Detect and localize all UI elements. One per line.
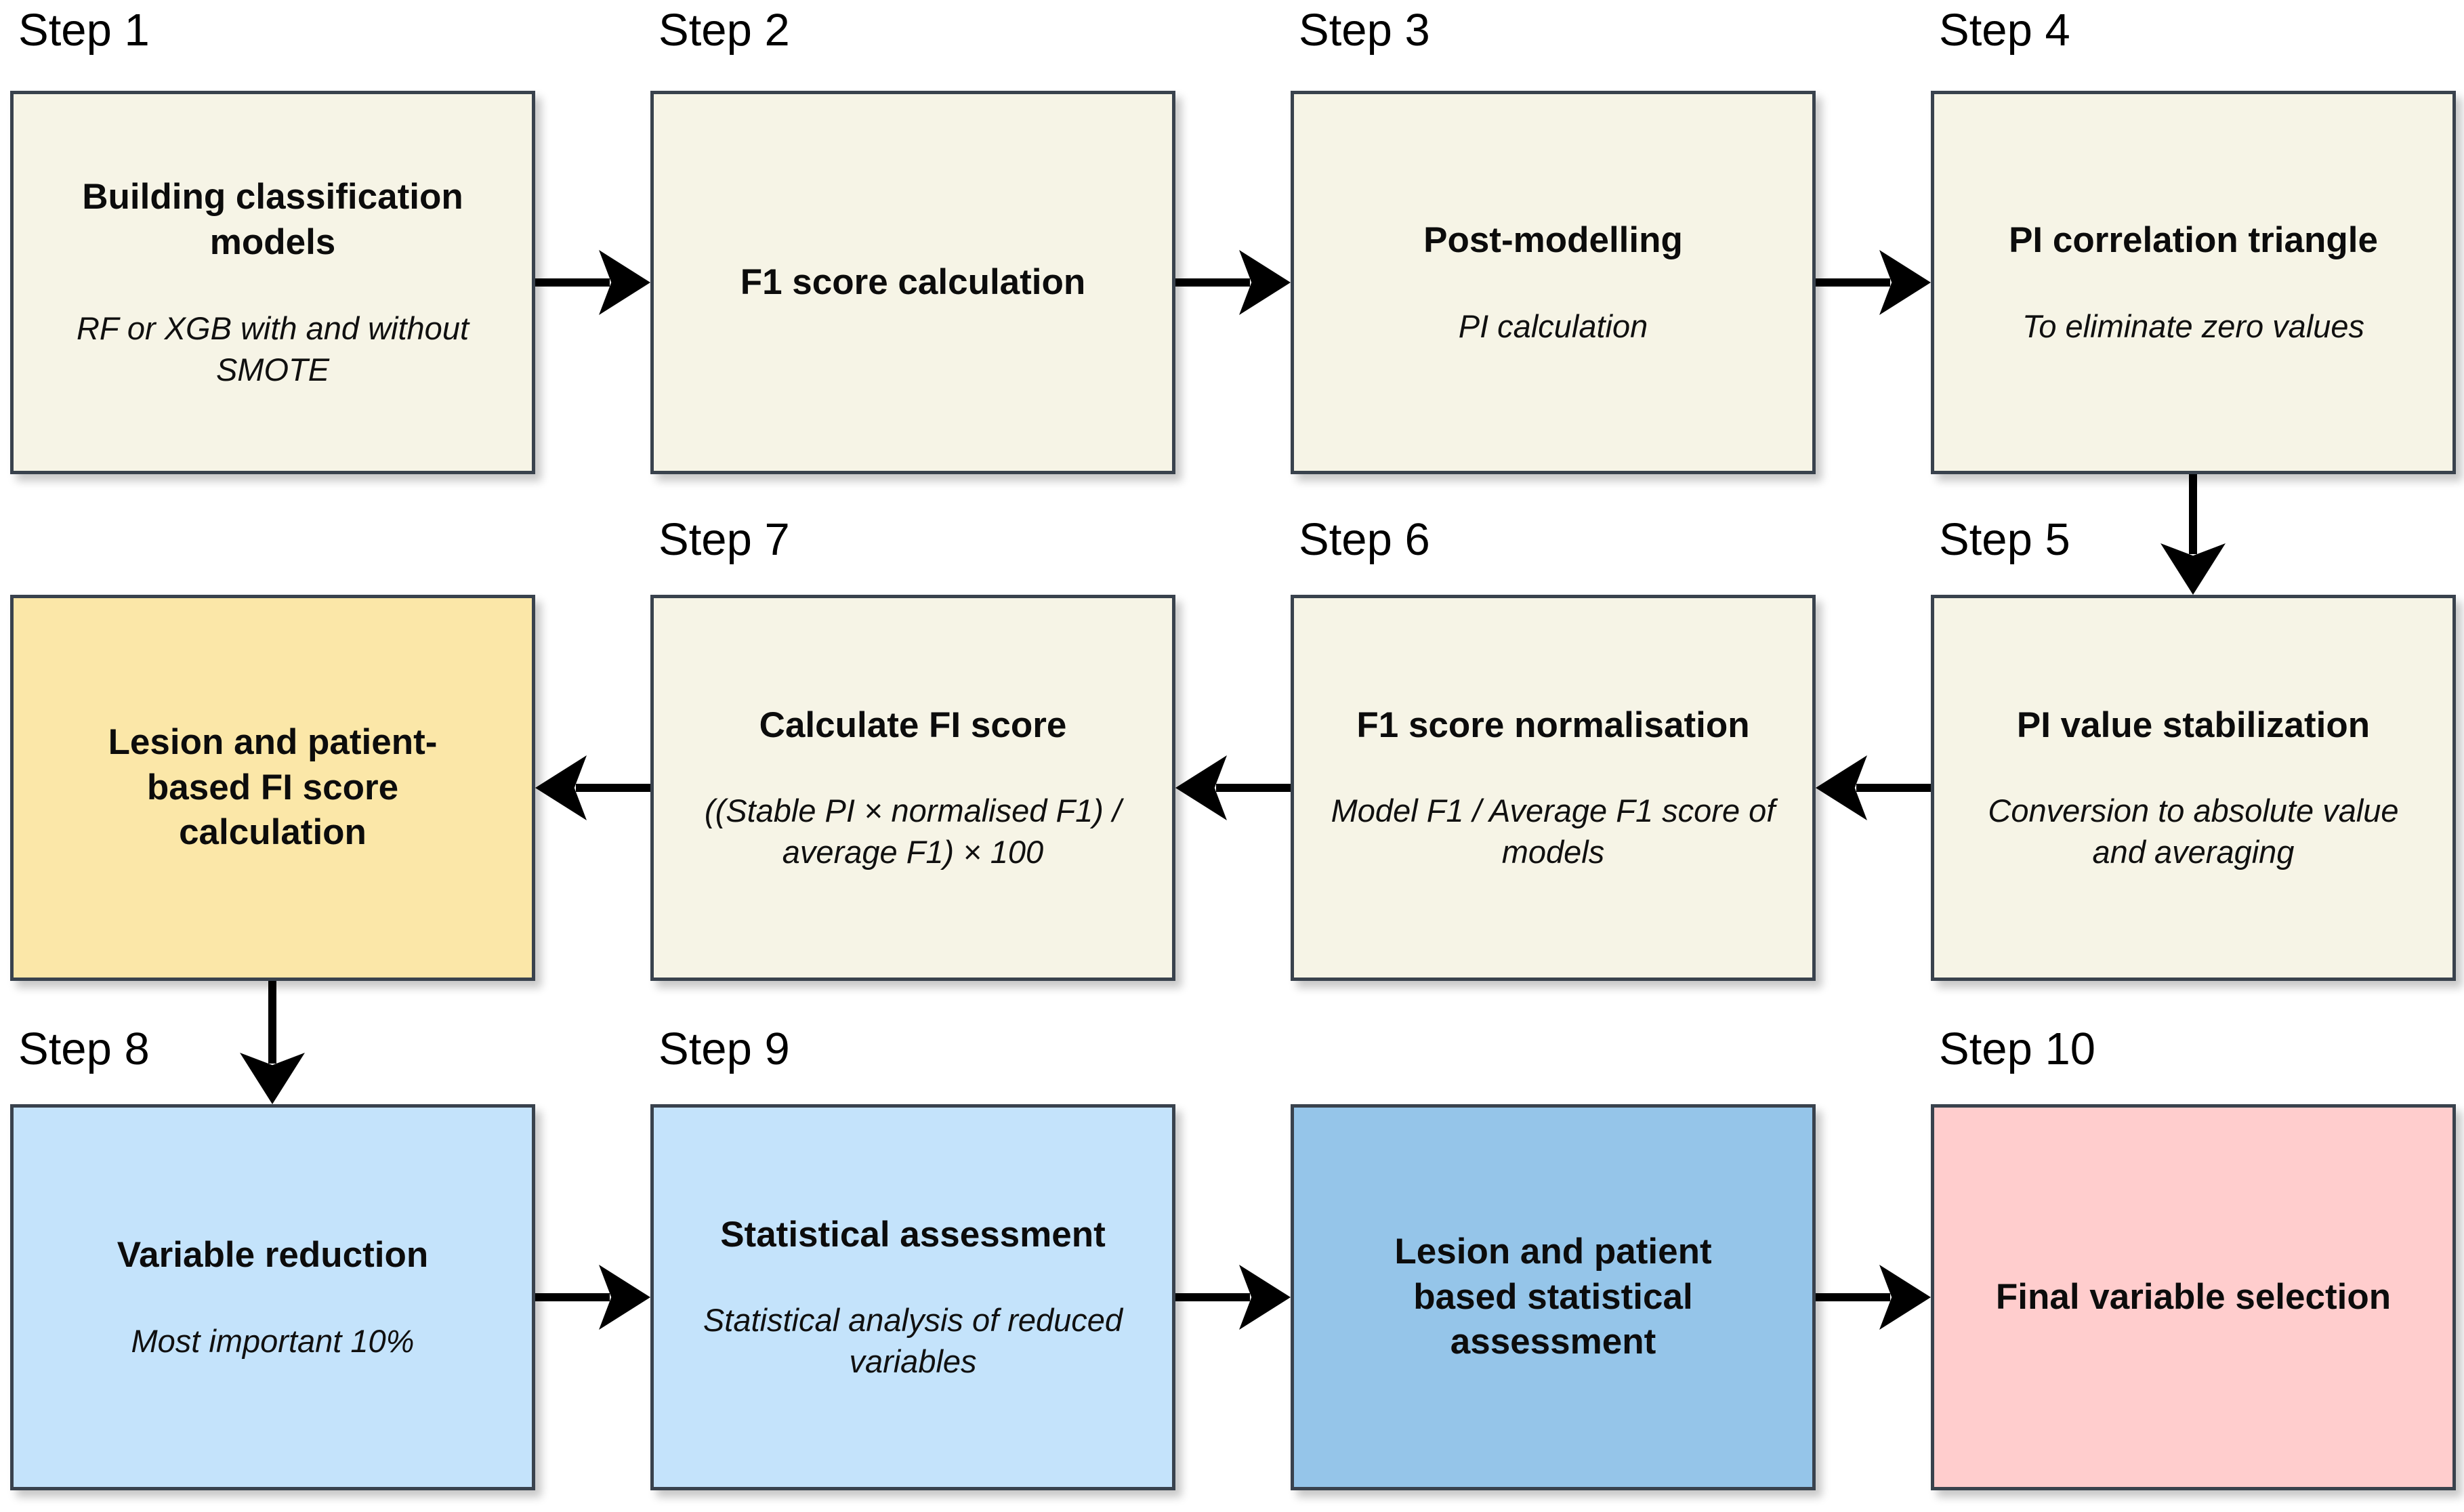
arrow-step5-to-step6-icon: [1816, 755, 1931, 820]
box-subtitle: PI calculation: [1458, 308, 1648, 344]
box-title: Variable reduction: [117, 1235, 429, 1276]
arrow-statistical-assessment-to-step10-icon: [1816, 1265, 1931, 1330]
flow-box-step-6: F1 score normalisation Model F1 / Averag…: [1291, 595, 1816, 981]
box-subtitle: ((Stable PI × normalised F1) / average F…: [704, 793, 1122, 870]
box-title: F1 score normalisation: [1356, 705, 1750, 745]
step-label-4: Step 4: [1939, 5, 2070, 56]
arrow-step2-to-step3-icon: [1175, 250, 1291, 315]
flow-box-step-2: F1 score calculation: [650, 91, 1175, 474]
box-title: F1 score calculation: [740, 261, 1086, 302]
arrow-step6-to-step7-icon: [1175, 755, 1291, 820]
flow-box-step-3: Post-modelling PI calculation: [1291, 91, 1816, 474]
step-label-10: Step 10: [1939, 1024, 2095, 1074]
arrow-step8-to-step9-icon: [535, 1265, 650, 1330]
flow-box-step-10: Final variable selection: [1931, 1104, 2456, 1490]
flow-box-step-1: Building classification models RF or XGB…: [10, 91, 535, 474]
arrow-step4-to-step5-icon: [2160, 474, 2226, 595]
box-subtitle: Conversion to absolute value and averagi…: [1988, 793, 2399, 870]
flow-box-step-4: PI correlation triangle To eliminate zer…: [1931, 91, 2456, 474]
box-subtitle: Model F1 / Average F1 score of models: [1331, 793, 1776, 870]
flow-box-lesion-patient-statistical-assessment: Lesion and patient based statistical ass…: [1291, 1104, 1816, 1490]
step-label-7: Step 7: [659, 514, 790, 565]
box-title: Statistical assessment: [720, 1214, 1106, 1255]
arrow-step1-to-step2-icon: [535, 250, 650, 315]
step-label-5: Step 5: [1939, 514, 2070, 565]
arrow-step3-to-step4-icon: [1816, 250, 1931, 315]
arrow-fi-calculation-to-step8-icon: [240, 981, 305, 1104]
flow-box-step-9: Statistical assessment Statistical analy…: [650, 1104, 1175, 1490]
arrow-step9-to-statistical-assessment-icon: [1175, 1265, 1291, 1330]
box-title: Building classification models: [82, 177, 463, 262]
flow-box-fi-score-calculation: Lesion and patient-based FI score calcul…: [10, 595, 535, 981]
box-title: PI value stabilization: [2016, 705, 2371, 745]
flow-box-step-8: Variable reduction Most important 10%: [10, 1104, 535, 1490]
box-title: Final variable selection: [1995, 1276, 2392, 1317]
step-label-6: Step 6: [1299, 514, 1430, 565]
box-title: PI correlation triangle: [2009, 220, 2378, 261]
box-title: Lesion and patient based statistical ass…: [1394, 1231, 1712, 1362]
step-label-1: Step 1: [18, 5, 150, 56]
box-subtitle: RF or XGB with and without SMOTE: [76, 310, 469, 387]
flow-box-step-7: Calculate FI score ((Stable PI × normali…: [650, 595, 1175, 981]
box-title: Lesion and patient-based FI score calcul…: [108, 721, 438, 853]
step-label-9: Step 9: [659, 1024, 790, 1074]
box-title: Calculate FI score: [759, 705, 1067, 745]
box-subtitle: Most important 10%: [131, 1322, 415, 1359]
arrow-step7-to-fi-calculation-icon: [535, 755, 650, 820]
step-label-2: Step 2: [659, 5, 790, 56]
box-subtitle: Statistical analysis of reduced variable…: [703, 1302, 1123, 1380]
step-label-8: Step 8: [18, 1024, 150, 1074]
flow-box-step-5: PI value stabilization Conversion to abs…: [1931, 595, 2456, 981]
step-label-3: Step 3: [1299, 5, 1430, 56]
box-subtitle: To eliminate zero values: [2022, 308, 2365, 344]
box-title: Post-modelling: [1423, 220, 1683, 261]
